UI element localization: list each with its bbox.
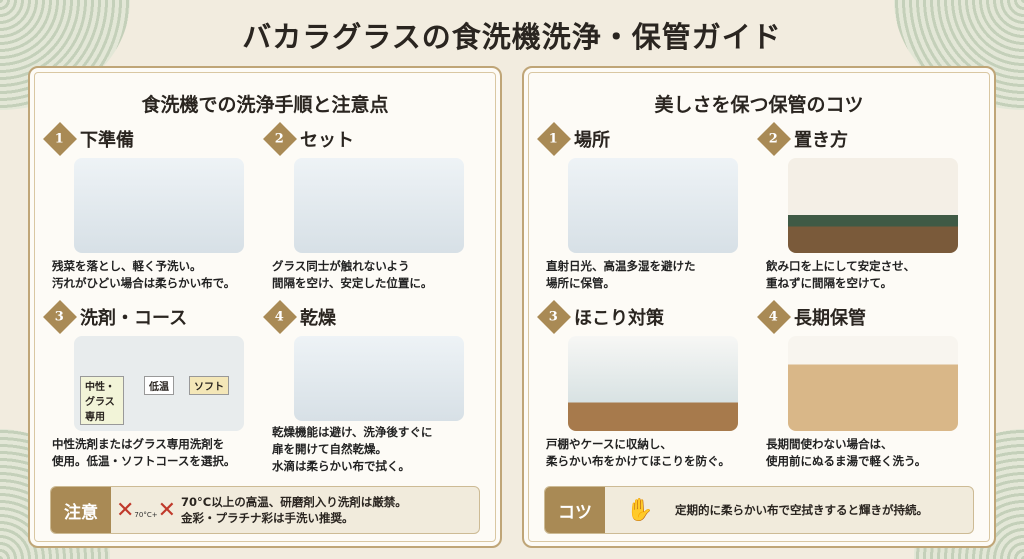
number-badge: 1 [43, 122, 77, 156]
dishwasher-rack-illustration [294, 158, 464, 253]
step-label: 洗剤・コース [80, 308, 188, 329]
panel-heading: 美しさを保つ保管のコツ [654, 94, 864, 116]
number-badge: 3 [43, 300, 77, 334]
panel-heading: 食洗機での洗浄手順と注意点 [141, 94, 389, 116]
step-text: 乾燥機能は避け、洗浄後すぐに 扉を開けて自然乾燥。 水滴は柔らかい布で拭く。 [272, 425, 433, 473]
number-badge: 1 [537, 122, 571, 156]
step-label: 長期保管 [794, 308, 866, 329]
step-text: 残菜を落とし、軽く予洗い。 汚れがひどい場合は柔らかい布で。 [52, 259, 236, 290]
number-badge: 2 [263, 122, 297, 156]
detergent-illustration: 中性・グラス専用 低温 ソフト [74, 336, 244, 431]
step-text: 長期間使わない場合は、 使用前にぬるま湯で軽く洗う。 [766, 437, 927, 468]
covered-case-illustration [568, 336, 738, 431]
note-text: 70°C以上の高温、研磨剤入り洗剤は厳禁。 金彩・プラチナ彩は手洗い推奨。 [181, 495, 407, 525]
tip-note: コツ ✋ 定期的に柔らかい布で空拭きすると輝きが持続。 [544, 486, 974, 534]
low-temp-button: 低温 [144, 376, 174, 395]
rinsing-glass-illustration [74, 158, 244, 253]
step-label: セット [300, 130, 354, 151]
step-text: 中性洗剤またはグラス専用洗剤を 使用。低温・ソフトコースを選択。 [52, 437, 236, 468]
number-badge: 4 [757, 300, 791, 334]
number-badge: 3 [537, 300, 571, 334]
soft-button: ソフト [189, 376, 229, 395]
note-text: 定期的に柔らかい布で空拭きすると輝きが持続。 [675, 503, 928, 517]
step-label: 場所 [574, 130, 610, 151]
step-text: 戸棚やケースに収納し、 柔らかい布をかけてほこりを防ぐ。 [546, 437, 730, 468]
note-tag: コツ [545, 487, 605, 533]
step-label: 置き方 [794, 130, 848, 151]
step-label: ほこり対策 [574, 308, 664, 329]
step-text: グラス同士が触れないよう 間隔を空け、安定した位置に。 [272, 259, 433, 290]
number-badge: 4 [263, 300, 297, 334]
open-dishwasher-illustration [294, 336, 464, 421]
cloth-wipe-icon: ✋ [626, 497, 654, 523]
note-tag: 注意 [51, 487, 111, 533]
step-label: 乾燥 [300, 308, 336, 329]
caution-note: 注意 ✕70°C+✕ 70°C以上の高温、研磨剤入り洗剤は厳禁。 金彩・プラチナ… [50, 486, 480, 534]
step-text: 飲み口を上にして安定させ、 重ねずに間隔を空けて。 [766, 259, 916, 290]
step-text: 直射日光、高温多湿を避けた 場所に保管。 [546, 259, 696, 290]
box-storage-illustration [788, 336, 958, 431]
step-label: 下準備 [80, 130, 134, 151]
no-high-temp-icon: ✕70°C+✕ [115, 497, 177, 523]
cabinet-illustration [568, 158, 738, 253]
glasses-on-shelf-illustration [788, 158, 958, 253]
bottle-label: 中性・グラス専用 [80, 376, 124, 425]
number-badge: 2 [757, 122, 791, 156]
page-title: バカラグラスの食洗機洗浄・保管ガイド [242, 20, 782, 54]
